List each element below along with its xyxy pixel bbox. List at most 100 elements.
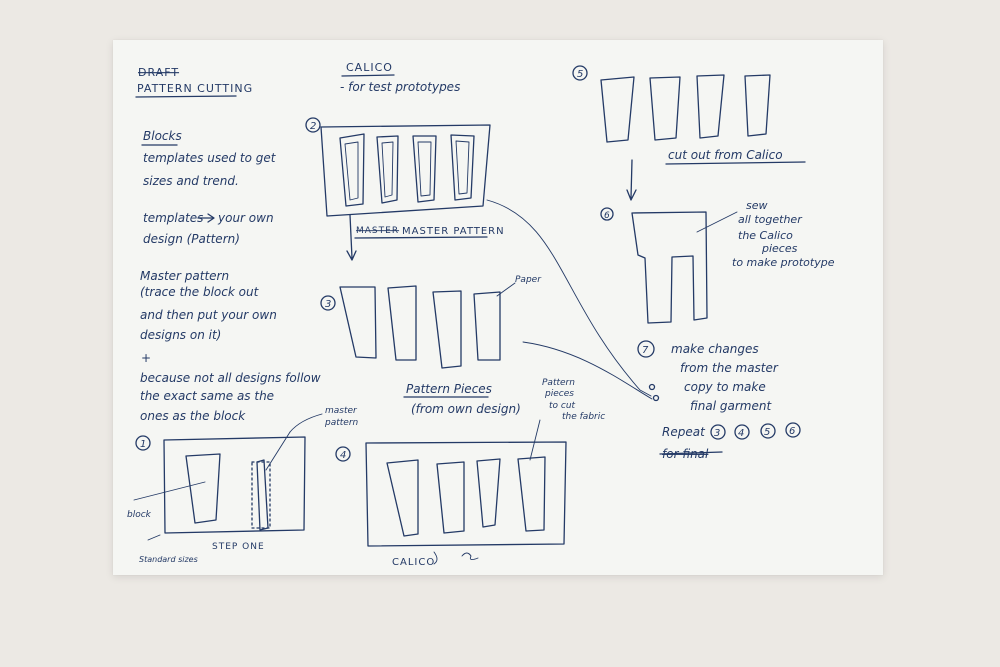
step-6-line-2: all together — [738, 213, 803, 226]
calico-underline — [341, 74, 395, 77]
step-6-line-4: pieces — [761, 242, 798, 255]
master-line-3: and then put your own — [140, 308, 277, 322]
repeat-step-4: 4 — [738, 428, 744, 439]
step-2-piece-3 — [412, 135, 437, 203]
master-line-2: (trace the block out — [140, 285, 260, 299]
step-5-piece-1 — [600, 76, 635, 143]
step-7-line-3: copy to make — [684, 380, 766, 394]
step-4-note-3: to cut — [549, 401, 576, 411]
strike-line — [659, 451, 723, 455]
repeat-step-3: 3 — [714, 428, 720, 439]
connector-dot — [648, 383, 656, 391]
blocks-line-2: sizes and trend. — [143, 174, 239, 188]
step-5-caption: cut out from Calico — [668, 148, 783, 162]
plus-sign: + — [141, 351, 151, 365]
repeat-step-circle — [760, 423, 776, 439]
templates-line-2: your own — [217, 211, 274, 225]
step-1-circle — [135, 435, 151, 451]
master-line-4: designs on it) — [140, 328, 221, 342]
scribble-mark — [461, 552, 479, 561]
step-6-line-5: to make prototype — [732, 256, 835, 269]
repeat-step-6: 6 — [789, 426, 795, 437]
step-2-circle — [305, 117, 321, 133]
step-2-to-7-connector — [486, 199, 652, 397]
step-6-trousers-shape — [631, 211, 708, 324]
step-6-circle — [600, 207, 614, 221]
step-4-note-1: Pattern — [542, 378, 575, 388]
step-6-line-3: the Calico — [738, 229, 793, 242]
step-1-block-label: block — [127, 510, 152, 520]
step-1-sizes-label: Standard sizes — [139, 555, 198, 564]
connector-dot — [652, 394, 660, 402]
repeat-step-5: 5 — [764, 427, 770, 438]
step-4-circle — [335, 446, 351, 462]
step-3-piece-1 — [339, 286, 377, 359]
templates-line-1: templates — [143, 211, 203, 225]
step-2-caption: MASTER PATTERN — [402, 226, 505, 237]
step-1-master-label-1: master — [325, 406, 358, 416]
step-5-piece-4 — [744, 74, 771, 137]
step-2-piece-4 — [450, 134, 475, 201]
step-2-piece-1 — [339, 133, 365, 207]
repeat-step-circle — [734, 424, 750, 440]
because-line-1: because not all designs follow — [140, 371, 321, 385]
step-1-block-pointer — [133, 481, 206, 501]
step-6-line-1: sew — [746, 199, 768, 212]
final-struck-text: for final — [662, 447, 709, 461]
step-2-number: 2 — [310, 121, 316, 132]
calico-subtitle: - for test prototypes — [340, 80, 460, 94]
step-3-caption: Pattern Pieces — [406, 382, 492, 396]
step-4-note-4: the fabric — [562, 412, 605, 422]
step-1-number: 1 — [140, 439, 146, 450]
step-7-line-1: make changes — [671, 342, 759, 356]
step-4-caption: CALICO — [392, 557, 435, 568]
repeat-step-circle — [710, 424, 726, 440]
step-4-piece-2 — [436, 461, 465, 534]
blocks-title: Blocks — [143, 129, 182, 143]
step-7-number: 7 — [642, 345, 649, 356]
step-4-piece-1 — [386, 459, 419, 537]
repeat-label: Repeat — [662, 425, 706, 439]
arrow-down-icon — [626, 159, 637, 201]
because-line-3: ones as the block — [140, 409, 246, 423]
step-3-to-7-connector — [522, 341, 653, 400]
step-1-caption: STEP ONE — [212, 542, 265, 552]
step-7-circle — [637, 340, 655, 358]
step-6-number: 6 — [604, 211, 610, 221]
step-1-master-label-2: pattern — [324, 418, 359, 428]
step-4-note-2: pieces — [544, 389, 574, 399]
step-2-underline — [354, 236, 488, 239]
step-1-master-dashed — [251, 461, 271, 529]
step-3-circle — [320, 295, 336, 311]
header-struck-word: DRAFT — [138, 66, 179, 79]
step-1-master-pointer — [289, 413, 323, 433]
step-5-circle — [572, 65, 588, 81]
step-3-subcaption: (from own design) — [411, 402, 521, 416]
step-3-number: 3 — [325, 299, 331, 310]
calico-title: CALICO — [346, 61, 393, 74]
step-3-paper-label: Paper — [515, 275, 542, 285]
step-2-piece-2 — [376, 135, 399, 204]
step-2-frame — [320, 124, 491, 217]
arrow-right-icon — [197, 213, 215, 223]
step-3-piece-3 — [432, 290, 462, 369]
step-4-piece-3 — [476, 458, 501, 528]
step-1-master-piece — [256, 459, 269, 531]
step-3-piece-2 — [387, 285, 417, 361]
step-3-piece-4 — [473, 291, 501, 361]
step-7-line-4: final garment — [690, 399, 772, 413]
blocks-line-1: templates used to get — [143, 151, 277, 165]
step-7-line-2: from the master — [680, 361, 779, 375]
step-2-struck-word: MASTER — [356, 226, 399, 236]
step-5-piece-3 — [696, 74, 725, 139]
step-5-piece-2 — [649, 76, 681, 141]
repeat-step-circle — [785, 422, 801, 438]
step-4-number: 4 — [340, 450, 346, 461]
because-line-2: the exact same as the — [140, 389, 274, 403]
page-header: PATTERN CUTTING — [137, 82, 253, 95]
arrow-down-icon — [346, 214, 357, 261]
step-4-piece-4 — [517, 456, 546, 532]
templates-line-3: design (Pattern) — [143, 232, 240, 246]
